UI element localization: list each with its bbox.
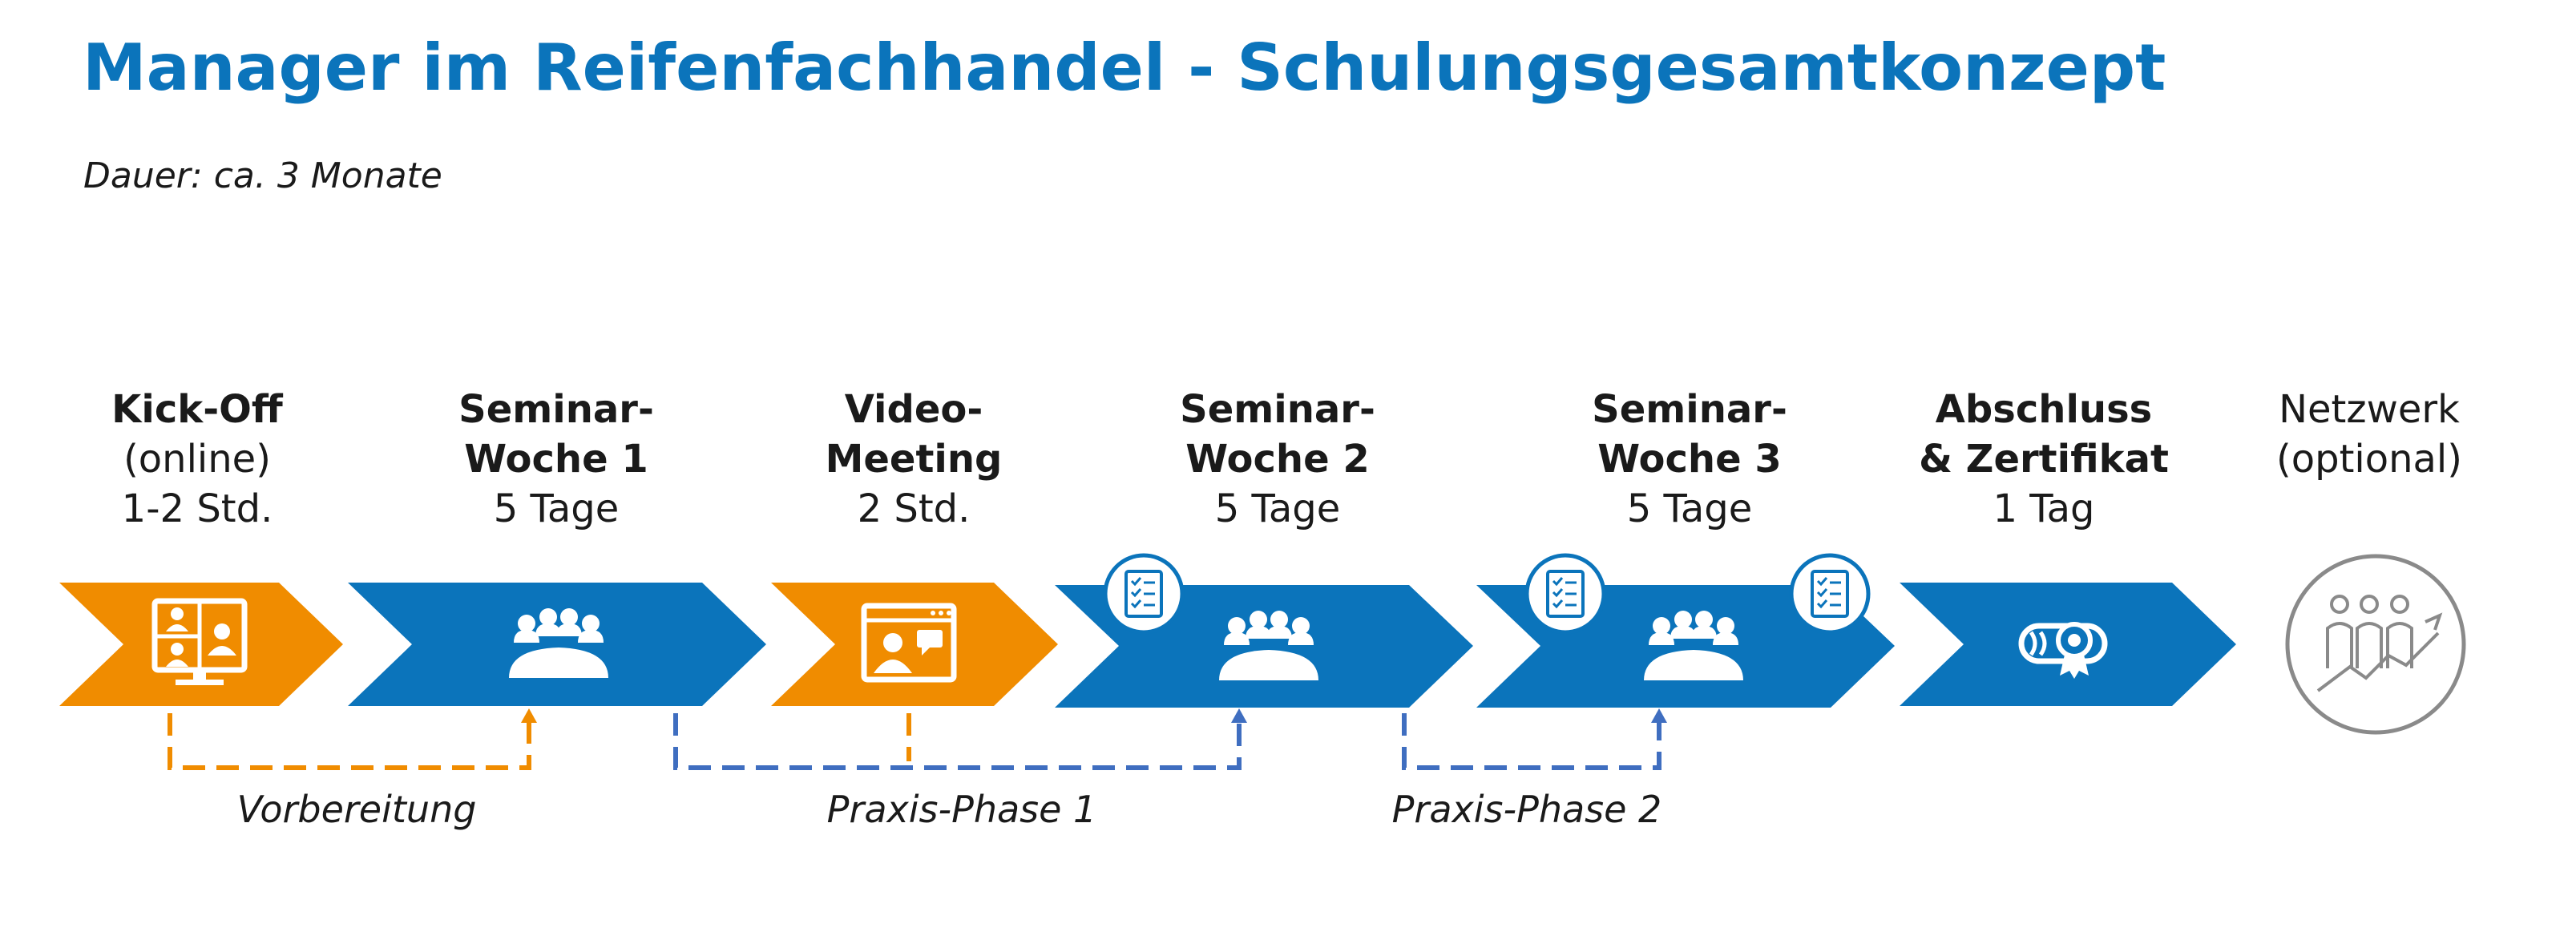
step-label-netzwerk: Netzwerk (optional): [2201, 385, 2538, 484]
step-title: Seminar-: [1180, 387, 1375, 432]
step-title: Seminar-: [458, 387, 654, 432]
step-line3: 5 Tage: [1214, 486, 1341, 531]
arrowhead-up: [521, 708, 537, 723]
phase-label-vorbereitung: Vorbereitung: [236, 788, 477, 831]
step-label-seminar-2: Seminar- Woche 2 5 Tage: [1109, 385, 1446, 534]
video-call-icon: [151, 598, 248, 685]
phase-connector-vorbereitung: [168, 713, 531, 770]
step-line2: (optional): [2276, 437, 2462, 482]
phase-label-praxis-2: Praxis-Phase 2: [1391, 788, 1662, 831]
step-line3: 1-2 Std.: [121, 486, 273, 531]
step-line2: (online): [123, 437, 271, 482]
step-title: Netzwerk: [2279, 387, 2460, 432]
step-title: Abschluss: [1935, 387, 2153, 432]
step-label-seminar-3: Seminar- Woche 3 5 Tage: [1521, 385, 1858, 534]
step-line2: Woche 3: [1597, 437, 1782, 482]
chevron-seminar-1: [348, 583, 766, 706]
page-title: Manager im Reifenfachhandel - Schulungsg…: [83, 30, 2166, 105]
arrowhead-up: [1651, 708, 1667, 723]
step-line3: 5 Tage: [493, 486, 620, 531]
chevron-video-meeting: [771, 583, 1058, 706]
step-line2: Woche 1: [464, 437, 648, 482]
step-line2: Woche 2: [1185, 437, 1370, 482]
step-label-kickoff: Kick-Off (online) 1-2 Std.: [29, 385, 365, 534]
arrowhead-up: [1231, 708, 1247, 723]
video-meeting-icon: [861, 603, 957, 683]
phase-connector-praxis-1: [673, 713, 1242, 770]
step-label-video-meeting: Video- Meeting 2 Std.: [745, 385, 1082, 534]
checklist-icon: [1105, 555, 1182, 632]
duration-subtitle: Dauer: ca. 3 Monate: [83, 155, 442, 196]
certificate-icon: [2018, 622, 2108, 679]
step-line3: 1 Tag: [1993, 486, 2095, 531]
phase-label-praxis-1: Praxis-Phase 1: [826, 788, 1097, 831]
step-line3: 2 Std.: [857, 486, 971, 531]
step-line3: 5 Tage: [1626, 486, 1753, 531]
step-label-abschluss: Abschluss & Zertifikat 1 Tag: [1875, 385, 2212, 534]
checklist-icon: [1791, 555, 1868, 632]
step-title: Kick-Off: [111, 387, 283, 432]
phase-connector-praxis-2: [1402, 713, 1661, 770]
step-line2: Meeting: [825, 437, 1003, 482]
step-label-seminar-1: Seminar- Woche 1 5 Tage: [388, 385, 725, 534]
step-line2: & Zertifikat: [1919, 437, 2169, 482]
step-title: Video-: [844, 387, 983, 432]
checklist-icon: [1527, 555, 1604, 632]
step-title: Seminar-: [1592, 387, 1787, 432]
network-growth-icon: [2285, 554, 2466, 735]
